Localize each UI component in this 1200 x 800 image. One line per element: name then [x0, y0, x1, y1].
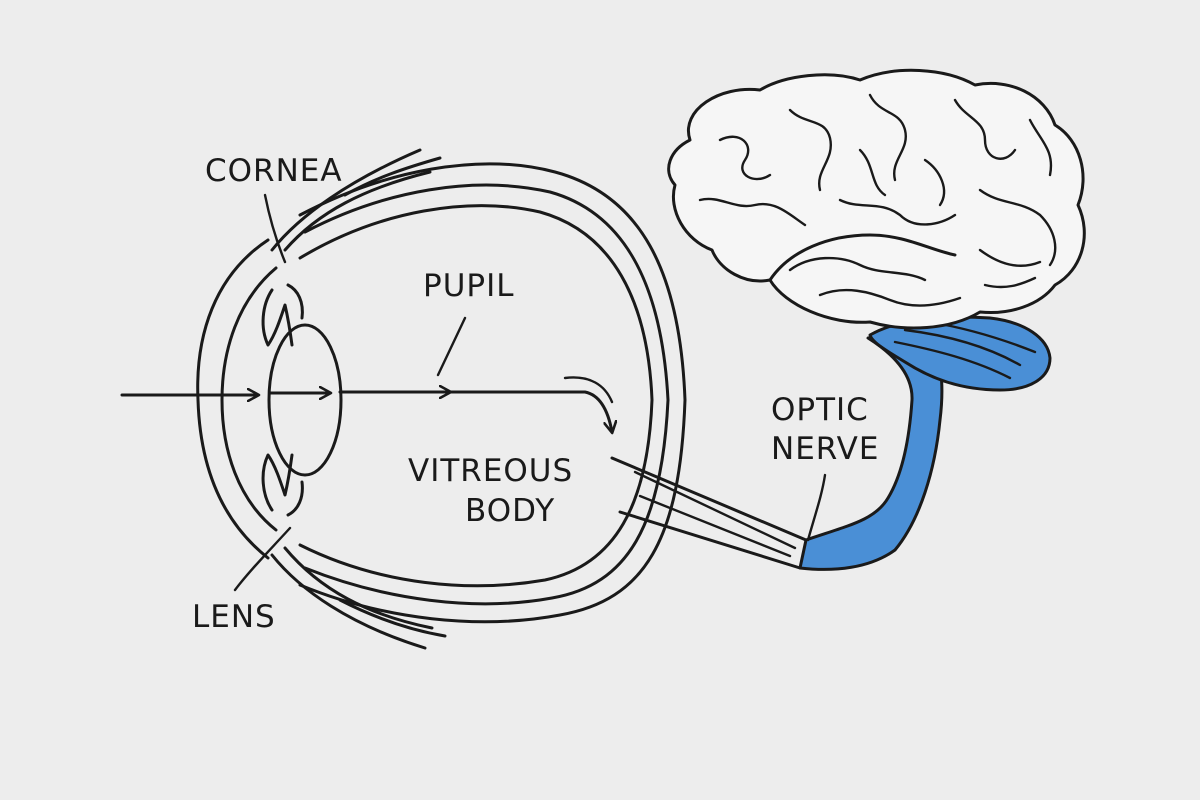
optic-nerve-inner-line [633, 470, 797, 550]
upper-eyelid-crease [343, 156, 442, 197]
brain-sulcus-1 [718, 135, 772, 181]
brain-sulcus-2 [788, 108, 833, 192]
brain-sulcus-9 [858, 148, 887, 197]
brain-sulcus-3 [868, 93, 907, 182]
label-optic: OPTIC [771, 392, 869, 428]
light-to-retina [448, 390, 612, 432]
pupil-leader [436, 316, 467, 377]
iris-lower [261, 453, 294, 512]
iris [261, 283, 304, 517]
brain-sulcus-10 [923, 158, 946, 207]
label-vitreous: VITREOUS [408, 453, 573, 489]
iris-upper-inner [286, 283, 304, 320]
upper-eyelid-inner [283, 170, 432, 252]
optic-nerve-tube [610, 456, 808, 570]
brain [667, 68, 1086, 392]
retina-focus-arc [563, 376, 614, 404]
choroid-layer [303, 183, 670, 606]
cerebrum [667, 68, 1086, 330]
leader-lines [233, 193, 827, 592]
optic-nerve-upper-edge [610, 456, 808, 542]
brain-sulcus-7 [838, 198, 957, 226]
lower-eyelid-outer [270, 553, 427, 650]
optic-nerve-lower-edge [618, 510, 802, 570]
cornea-leader [263, 193, 287, 264]
cornea [196, 238, 278, 560]
lateral-sulcus [768, 233, 957, 282]
brain-sulcus-4 [953, 98, 1017, 160]
brain-sulcus-8 [978, 188, 1057, 267]
optic-nerve-inner-line-2 [638, 494, 792, 558]
iris-upper [261, 288, 294, 347]
temporal-fold-3 [978, 248, 1042, 267]
cornea-inner-curve [220, 266, 278, 532]
temporal-fold-4 [983, 276, 1037, 289]
label-pupil: PUPIL [423, 268, 515, 304]
upper-eyelid-outer [270, 148, 422, 252]
sclera-outer [298, 162, 687, 624]
cerebellum-fold-2 [893, 340, 1012, 380]
iris-lower-inner [286, 480, 304, 517]
eyelids [270, 148, 447, 650]
temporal-fold-1 [788, 256, 927, 282]
lower-eyelid-inner [283, 546, 434, 630]
temporal-fold-2 [818, 288, 962, 307]
brain-sulcus-5 [1028, 118, 1053, 177]
retina-layer [298, 204, 654, 588]
lens-leader [233, 526, 292, 592]
label-nerve: NERVE [771, 431, 879, 467]
light-path [120, 376, 614, 432]
cornea-outer-curve [196, 238, 270, 560]
cerebellum-fold-1 [903, 328, 1022, 367]
eyeball [298, 162, 687, 624]
lens-shape [267, 323, 343, 477]
lower-eyelid-crease [338, 598, 447, 638]
label-lens: LENS [192, 599, 276, 635]
brain-sulcus-6 [698, 197, 807, 227]
label-body: BODY [465, 493, 555, 529]
label-cornea: CORNEA [205, 153, 343, 189]
optic-nerve-leader [806, 473, 827, 542]
